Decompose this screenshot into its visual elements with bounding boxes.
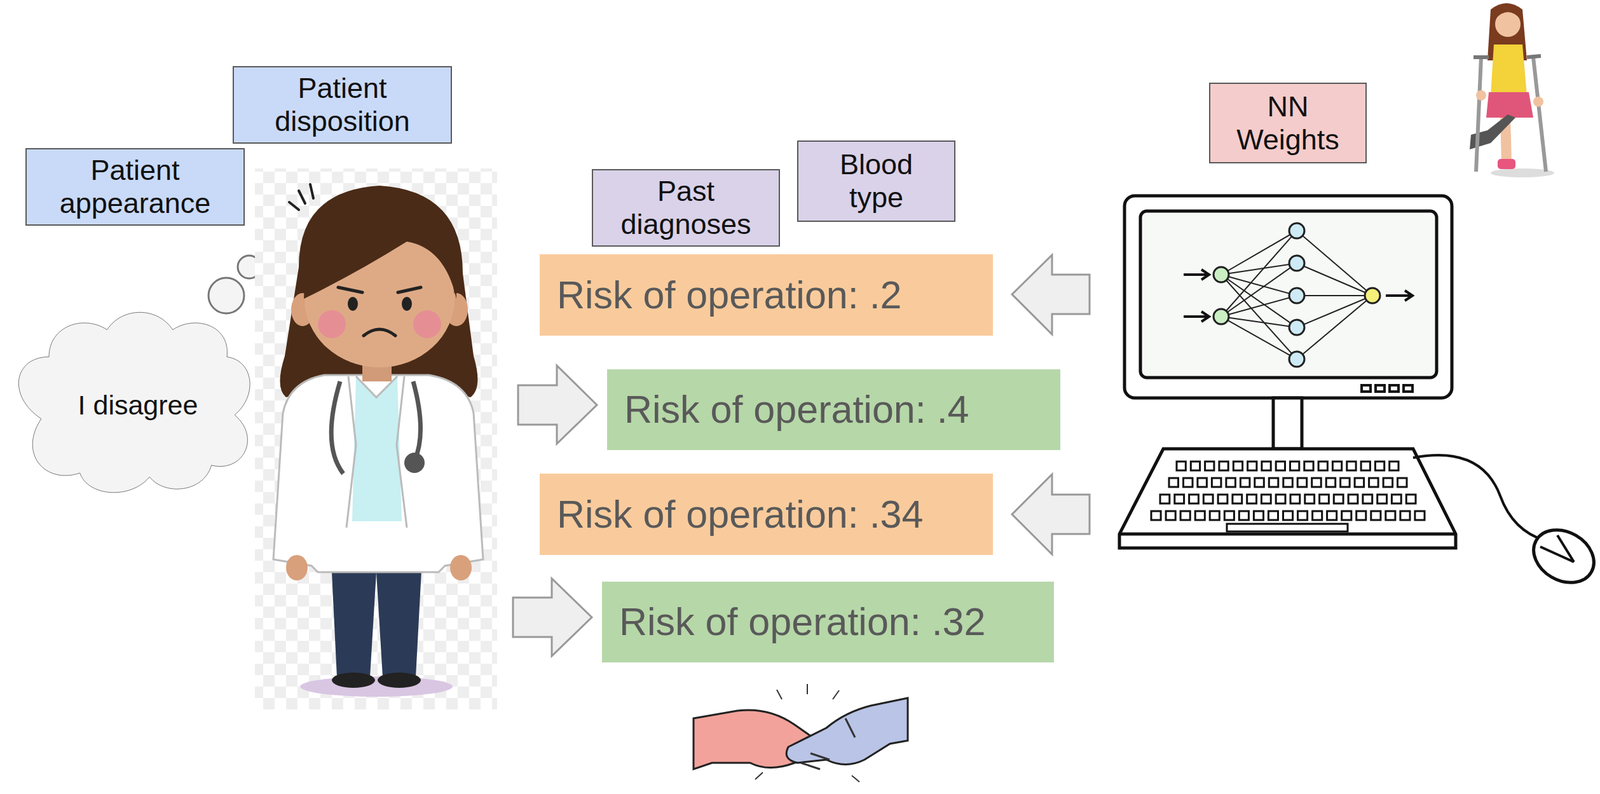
risk-box: Risk of operation: .34 (539, 473, 993, 555)
input-box: Blood type (797, 140, 956, 222)
injured-girl (1469, 3, 1555, 178)
box-label: NN Weights (1224, 90, 1352, 157)
box-label: Past diagnoses (607, 174, 765, 241)
box-label: Risk of operation: .34 (556, 492, 924, 537)
box-label: Risk of operation: .2 (556, 272, 903, 318)
box-label: Patient disposition (245, 71, 440, 138)
box-label: Patient appearance (38, 153, 233, 220)
input-box: Past diagnoses (591, 169, 780, 247)
input-box: Patient appearance (25, 148, 245, 226)
input-box: Patient disposition (232, 66, 452, 144)
input-box: NN Weights (1209, 82, 1367, 164)
box-label: Risk of operation: .4 (624, 387, 970, 432)
computer (1119, 195, 1600, 594)
box-label: I disagree (78, 389, 199, 421)
handshake (693, 683, 908, 782)
box-label: Risk of operation: .32 (619, 599, 986, 644)
risk-box: Risk of operation: .2 (539, 254, 993, 336)
risk-box: Risk of operation: .32 (601, 581, 1054, 663)
box-label: Blood type (812, 148, 941, 215)
doctor-figure (254, 168, 498, 710)
thought-cloud: I disagree (2, 298, 274, 512)
risk-box: Risk of operation: .4 (607, 369, 1061, 451)
